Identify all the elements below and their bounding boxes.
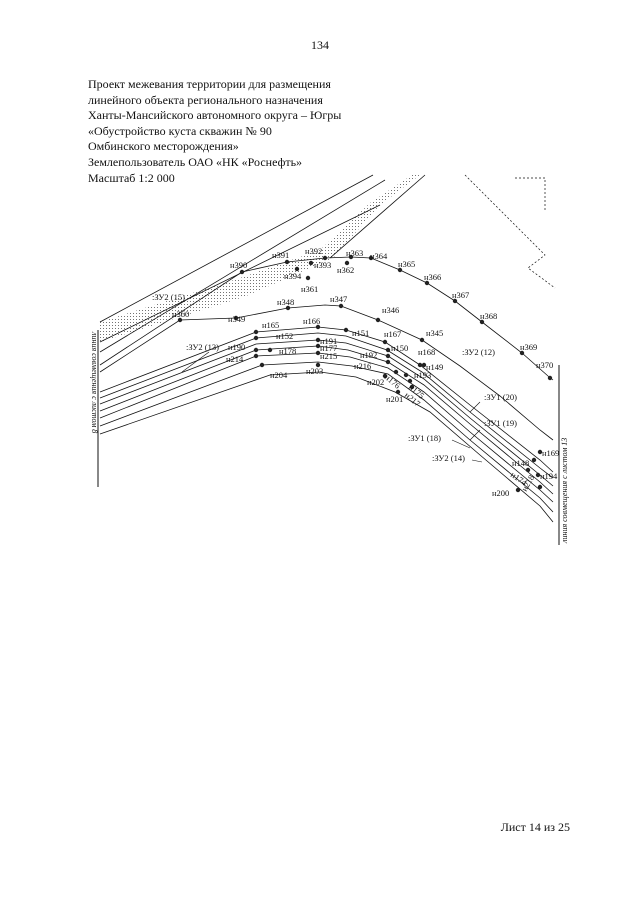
point-label: н348: [277, 297, 294, 307]
point-label: н345: [426, 328, 443, 338]
header-line: «Обустройство куста скважин № 90: [88, 123, 272, 138]
point-label: н390: [230, 260, 247, 270]
corridor-edge: [99, 174, 374, 323]
plot-label: :ЗУ2 (13): [186, 342, 219, 352]
point-label: н190: [228, 342, 245, 352]
road-line: [99, 352, 554, 503]
plot-label: :ЗУ2 (14): [432, 453, 465, 463]
point-label: н394: [284, 271, 302, 281]
right-edge-label: линия совмещения с листом 13: [560, 438, 569, 544]
point-label: н393: [314, 260, 331, 270]
point-label: н363: [346, 248, 363, 258]
site-boundary: [515, 177, 546, 210]
header-line: Проект межевания территории для размещен…: [88, 77, 331, 91]
corridor-edge: [99, 179, 386, 353]
point-label: н200: [492, 488, 509, 498]
scale-line: Масштаб 1:2 000: [88, 170, 175, 185]
sheet-number: Лист 14 из 25: [500, 820, 570, 834]
point-label: н178: [279, 346, 296, 356]
leader-line: [469, 401, 481, 413]
leader-line: [181, 351, 210, 373]
point-label: н349: [228, 314, 245, 324]
leader-line: [471, 459, 483, 463]
site-boundary: [464, 174, 556, 289]
point-label: н365: [398, 259, 415, 269]
plot-label: :ЗУ1 (19): [484, 418, 517, 428]
corridor-edge: [329, 174, 426, 259]
point-label: н214: [226, 354, 244, 364]
point-label: н169: [542, 448, 559, 458]
point-label: н360: [172, 309, 189, 319]
point-label: н215: [320, 351, 337, 361]
plot-label: :ЗУ1 (18): [408, 433, 441, 443]
point-label: н204: [270, 370, 288, 380]
point-label: н151: [352, 328, 369, 338]
point-label: н370: [536, 360, 553, 370]
header-line: Землепользователь ОАО «НК «Роснефть»: [88, 154, 303, 169]
point-label: н192: [360, 350, 377, 360]
survey-map: :ЗУ2 (15) :ЗУ2 (13) :ЗУ2 (12) :ЗУ1 (20) …: [90, 174, 569, 545]
point-label: н191: [320, 336, 337, 346]
point-label: н193: [414, 370, 431, 380]
point-label: н148: [512, 458, 529, 468]
point-label: н149: [426, 362, 443, 372]
boundary-points: [177, 254, 553, 493]
header-line: линейного объекта регионального назначен…: [88, 92, 323, 107]
point-label: н166: [303, 316, 320, 326]
road-line: [99, 361, 554, 513]
leader-line: [469, 429, 481, 441]
plot-label: :ЗУ2 (12): [462, 347, 495, 357]
point-label: н362: [337, 265, 354, 275]
plot-label: :ЗУ2 (15): [152, 292, 185, 302]
point-label: н392: [305, 246, 322, 256]
point-label: н203: [306, 366, 323, 376]
point-label: н168: [418, 347, 435, 357]
point-label: н361: [301, 284, 318, 294]
point-label: н347: [330, 294, 347, 304]
dotted-corridor: [100, 175, 420, 342]
point-label: н194: [540, 471, 558, 481]
point-label: н176: [383, 372, 403, 391]
point-label: н369: [520, 342, 537, 352]
point-label: н152: [276, 331, 293, 341]
outer-boundary: [99, 304, 554, 441]
point-label: н391: [272, 250, 289, 260]
point-label: н364: [370, 251, 388, 261]
point-label: н177: [320, 343, 337, 353]
point-label: н346: [382, 305, 399, 315]
road-line: [99, 371, 554, 523]
point-label: н165: [262, 320, 279, 330]
point-label: н150: [391, 343, 408, 353]
plot-label: :ЗУ1 (20): [484, 392, 517, 402]
header-line: Ханты-Мансийского автономного округа – Ю…: [88, 108, 342, 123]
road-line: [99, 339, 554, 487]
point-label: н366: [424, 272, 441, 282]
header-line: Омбинского месторождения»: [88, 139, 239, 154]
point-label: н202: [367, 377, 384, 387]
document-header: Проект межевания территории для размещен…: [88, 77, 341, 186]
point-label: н367: [452, 290, 469, 300]
leader-line: [451, 439, 471, 449]
point-label: н167: [384, 329, 401, 339]
point-label: н368: [480, 311, 497, 321]
point-label: н216: [354, 361, 371, 371]
left-edge-label: линия совмещения с листом 8: [90, 331, 99, 433]
page-number: 134: [311, 38, 329, 52]
point-label: н201: [386, 394, 403, 404]
